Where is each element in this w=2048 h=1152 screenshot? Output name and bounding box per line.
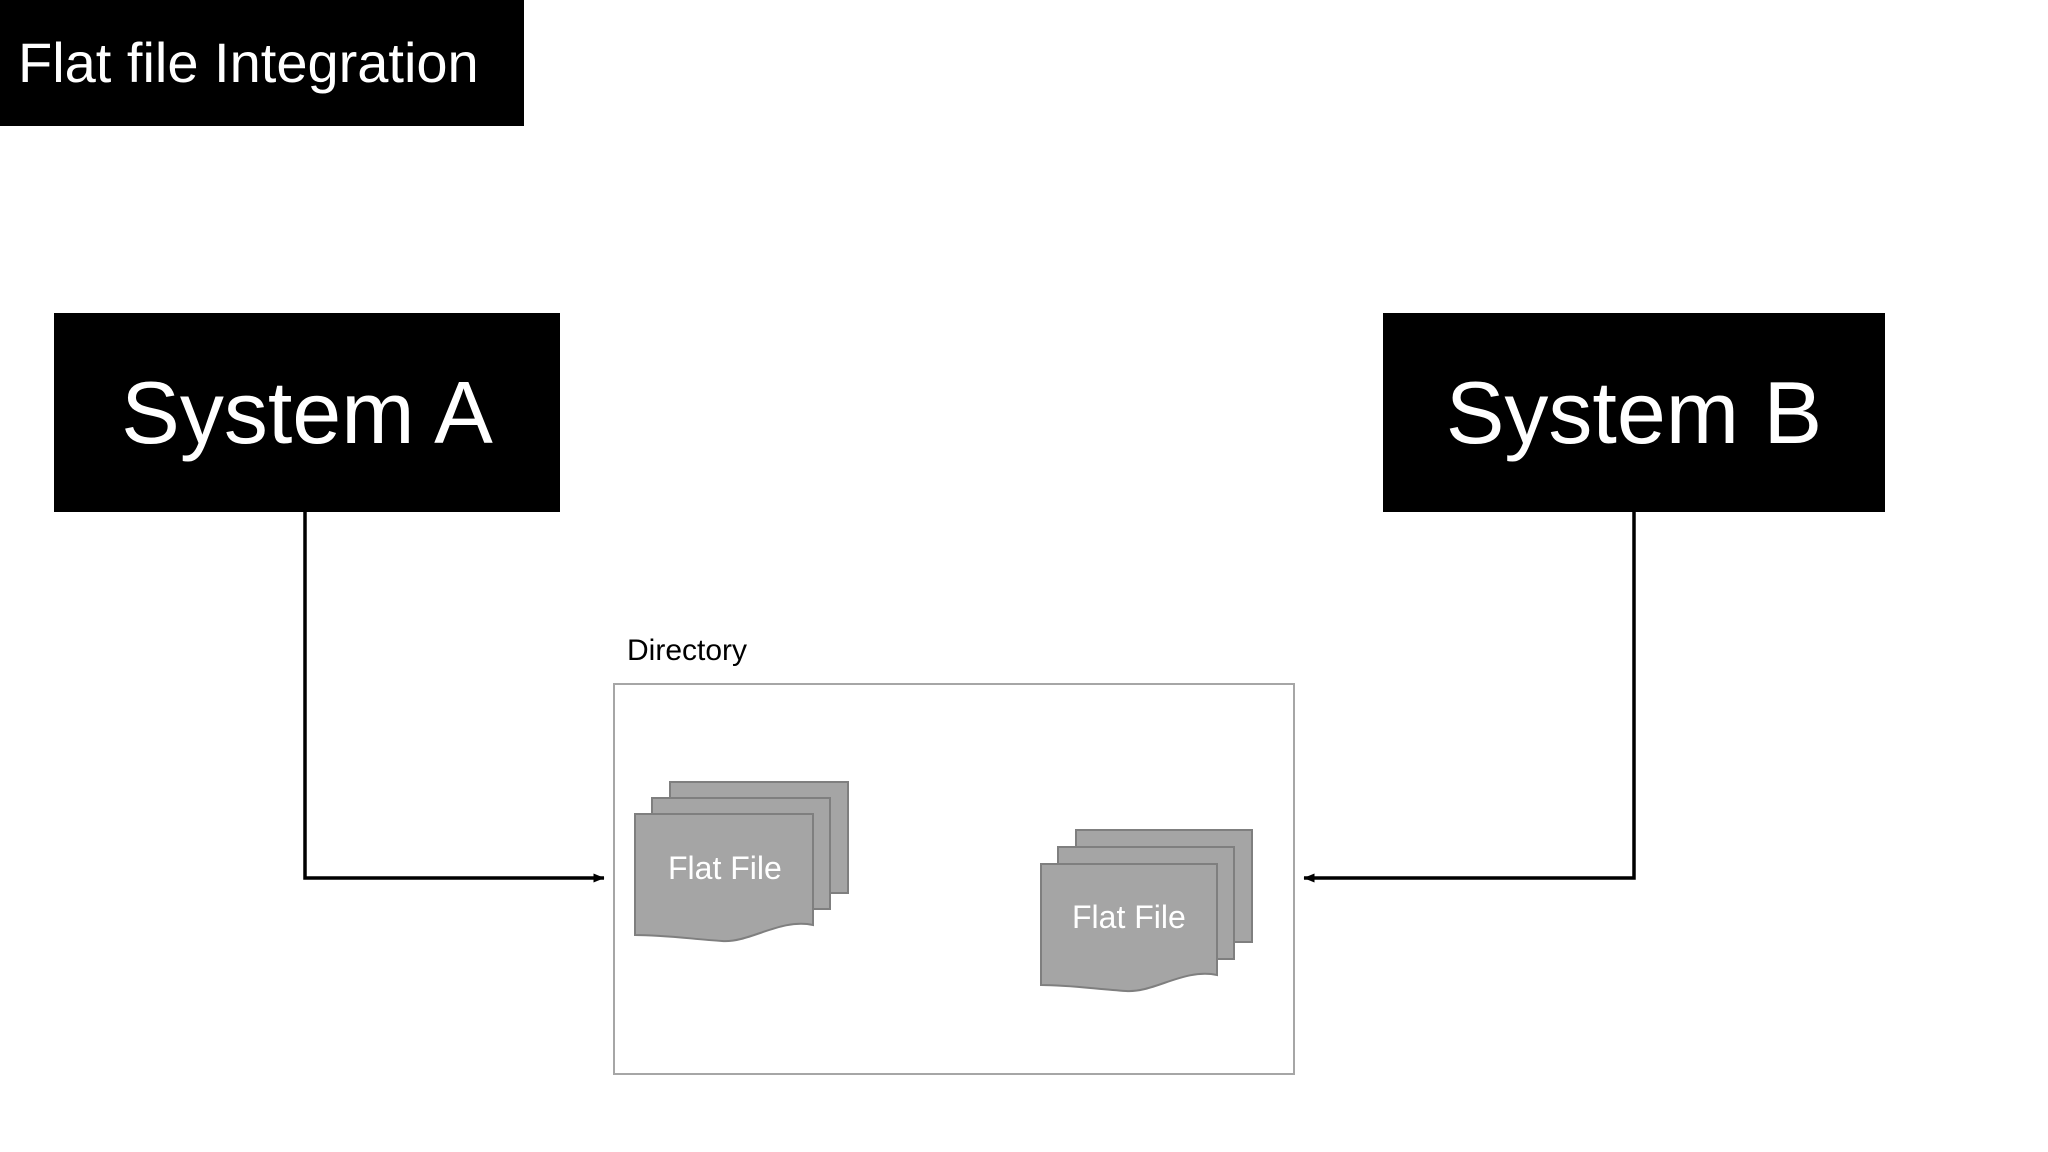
flat-file-stack-right[interactable]: Flat File: [1036, 823, 1256, 996]
directory-box[interactable]: [613, 683, 1295, 1075]
title-banner: Flat file Integration: [0, 0, 524, 126]
connector-system-a-to-directory: [303, 512, 605, 883]
system-a-box[interactable]: System A: [54, 313, 560, 512]
connector-system-b-to-directory: [1303, 512, 1636, 883]
system-a-label: System A: [121, 362, 493, 462]
system-b-box[interactable]: System B: [1383, 313, 1885, 512]
flat-file-label-right: Flat File: [1072, 899, 1186, 935]
flat-file-stack-left[interactable]: Flat File: [630, 775, 850, 945]
flat-file-icon: [1040, 829, 1253, 993]
system-b-label: System B: [1445, 362, 1823, 462]
flat-file-label-left: Flat File: [668, 850, 782, 886]
flat-file-icon: [634, 781, 849, 943]
page-title: Flat file Integration: [18, 30, 479, 94]
directory-label: Directory: [627, 634, 748, 667]
